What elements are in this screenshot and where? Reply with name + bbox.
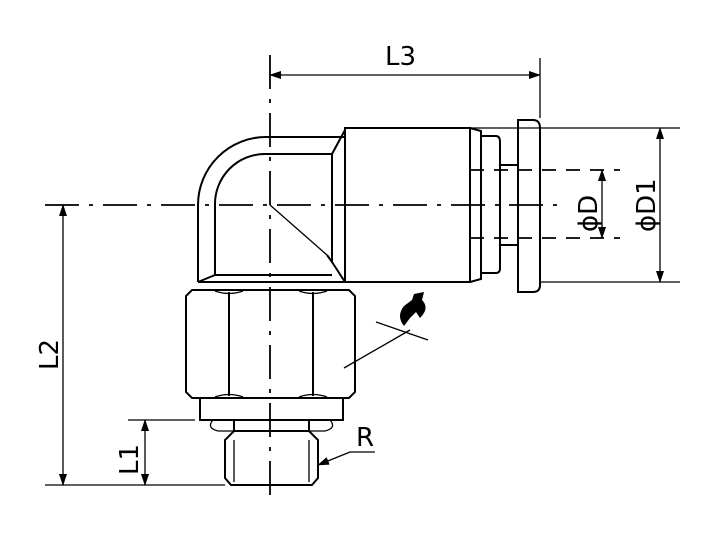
dimension-L2: L2	[35, 204, 225, 486]
thread-section	[199, 397, 344, 486]
dimension-L1: L1	[115, 419, 195, 486]
label-D1: ϕD1	[632, 178, 662, 232]
dimension-D: ϕD	[574, 169, 606, 239]
label-R: R	[356, 423, 374, 453]
tube-body	[344, 119, 620, 293]
elbow-body	[197, 129, 346, 283]
label-D: ϕD	[574, 195, 604, 232]
dimension-L3: L3	[269, 42, 541, 118]
label-L3: L3	[385, 42, 416, 72]
label-L2: L2	[35, 339, 65, 370]
hex-nut	[185, 289, 356, 399]
wrench-symbol	[343, 292, 429, 369]
dimension-D1: ϕD1	[470, 127, 680, 283]
release-collet	[517, 119, 541, 293]
thread-R-callout: R	[317, 423, 375, 466]
label-L1: L1	[115, 444, 145, 475]
